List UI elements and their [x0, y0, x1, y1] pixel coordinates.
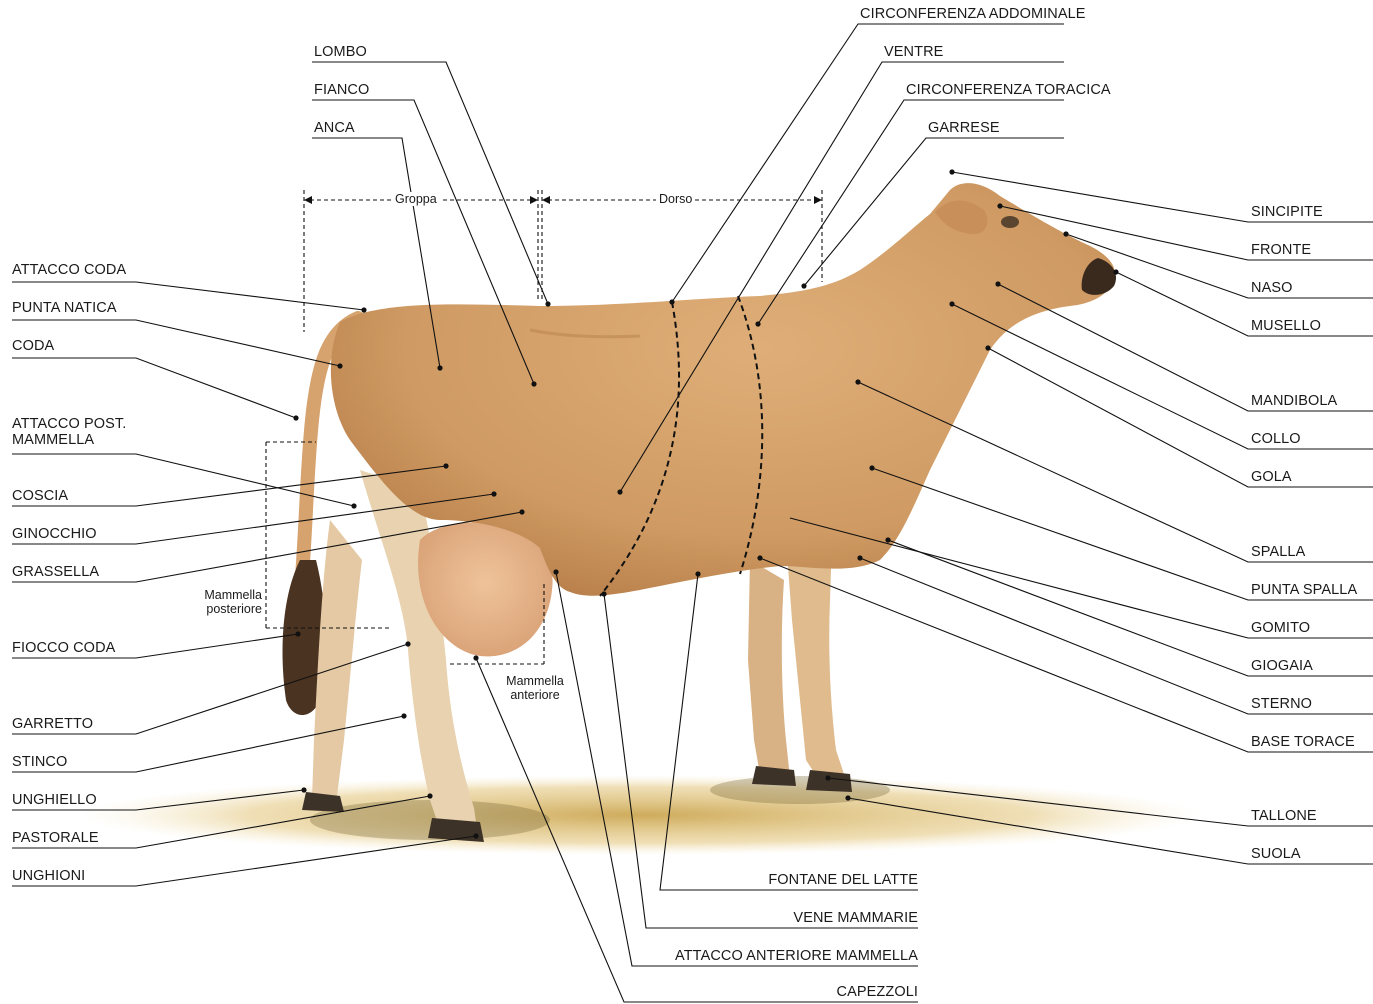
label-stinco: STINCO — [12, 754, 67, 770]
label-circonferenza-toracica: CIRCONFERENZA TORACICA — [906, 82, 1111, 98]
label-grassella: GRASSELLA — [12, 564, 99, 580]
region-groppa: Groppa — [392, 192, 440, 206]
cow-front-leg-front — [786, 540, 846, 782]
label-garrese: GARRESE — [928, 120, 1000, 136]
dorso-bracket — [542, 190, 822, 300]
label-punta-natica: PUNTA NATICA — [12, 300, 117, 316]
label-collo: COLLO — [1251, 431, 1301, 447]
label-fontane-del-latte: FONTANE DEL LATTE — [660, 872, 918, 888]
label-suola: SUOLA — [1251, 846, 1301, 862]
label-gomito: GOMITO — [1251, 620, 1310, 636]
label-lombo: LOMBO — [314, 44, 367, 60]
ground-straw — [80, 775, 1200, 855]
label-unghiello: UNGHIELLO — [12, 792, 97, 808]
label-punta-spalla: PUNTA SPALLA — [1251, 582, 1357, 598]
label-sincipite: SINCIPITE — [1251, 204, 1323, 220]
label-gola: GOLA — [1251, 469, 1292, 485]
label-fianco: FIANCO — [314, 82, 369, 98]
label-mandibola: MANDIBOLA — [1251, 393, 1337, 409]
ground-shadow-front — [710, 776, 890, 804]
label-pastorale: PASTORALE — [12, 830, 99, 846]
label-fiocco-coda: FIOCCO CODA — [12, 640, 115, 656]
label-attacco-post-mammella: ATTACCO POST. MAMMELLA — [12, 416, 142, 448]
label-giogaia: GIOGAIA — [1251, 658, 1313, 674]
label-circonferenza-addominale: CIRCONFERENZA ADDOMINALE — [860, 6, 1086, 22]
cow-hoof-front-front — [806, 770, 852, 792]
label-tallone: TALLONE — [1251, 808, 1317, 824]
region-dorso: Dorso — [656, 192, 695, 206]
label-vene-mammarie: VENE MAMMARIE — [646, 910, 918, 926]
cow-eye — [1001, 216, 1019, 228]
label-capezzoli: CAPEZZOLI — [624, 984, 918, 1000]
label-spalla: SPALLA — [1251, 544, 1305, 560]
label-unghioni: UNGHIONI — [12, 868, 85, 884]
label-anca: ANCA — [314, 120, 355, 136]
label-sterno: STERNO — [1251, 696, 1312, 712]
region-mammella-anteriore: Mammella anteriore — [492, 674, 578, 702]
label-fronte: FRONTE — [1251, 242, 1311, 258]
cow-hoof-front-back — [752, 766, 796, 786]
label-coscia: COSCIA — [12, 488, 68, 504]
label-musello: MUSELLO — [1251, 318, 1321, 334]
label-base-torace: BASE TORACE — [1251, 734, 1355, 750]
label-naso: NASO — [1251, 280, 1293, 296]
label-coda: CODA — [12, 338, 54, 354]
region-mammella-posteriore: Mammella posteriore — [180, 588, 262, 616]
label-ginocchio: GINOCCHIO — [12, 526, 97, 542]
label-attacco-coda: ATTACCO CODA — [12, 262, 126, 278]
cow-front-leg-back — [748, 560, 790, 778]
label-ventre: VENTRE — [884, 44, 943, 60]
label-attacco-anteriore-mammella: ATTACCO ANTERIORE MAMMELLA — [632, 948, 918, 964]
label-garretto: GARRETTO — [12, 716, 93, 732]
